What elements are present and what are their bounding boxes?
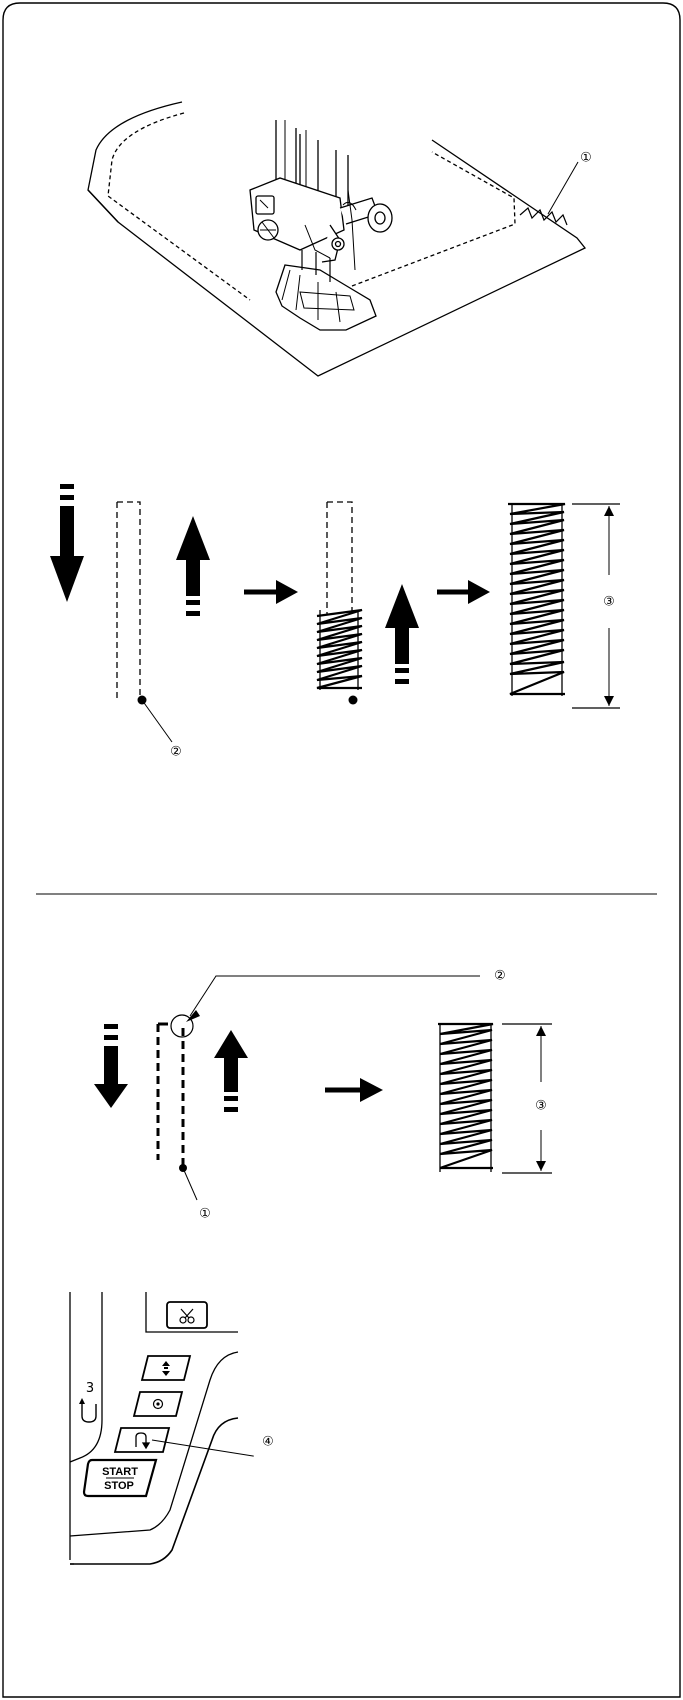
arrow-down-icon <box>50 484 84 602</box>
lock-stitch-button[interactable] <box>132 1391 184 1417</box>
arrow-down-icon-3 <box>94 1024 128 1108</box>
arrow-up-icon <box>176 516 210 616</box>
callout-2-fig2: ② <box>170 745 182 760</box>
callout-3-fig3: ③ <box>535 1099 547 1114</box>
scissors-button[interactable] <box>166 1301 208 1329</box>
figure-control-panel <box>69 1292 239 1565</box>
arrow-right-icon-2 <box>437 580 490 604</box>
lock-stitch-icon <box>152 1398 164 1410</box>
needle-up-down-button[interactable] <box>140 1355 192 1381</box>
arrow-up-icon-2 <box>385 584 419 684</box>
callout-2-fig3: ② <box>494 969 506 984</box>
figure-bartack-method-2 <box>94 975 552 1201</box>
arrow-up-icon-3 <box>214 1030 248 1112</box>
arrow-right-icon-3 <box>325 1078 383 1102</box>
seam-outline-2 <box>326 501 353 615</box>
needle-up-down-icon <box>162 1361 170 1376</box>
callout-3-fig2: ③ <box>603 595 615 610</box>
partial-zigzag <box>316 608 363 690</box>
auto-lock-number: 3 <box>86 1381 94 1396</box>
scissors-icon <box>179 1308 195 1324</box>
callout-4-fig4: ④ <box>262 1435 274 1450</box>
reverse-icon <box>135 1432 151 1450</box>
full-bartack <box>508 502 566 696</box>
callout-1-fig1: ① <box>580 151 592 166</box>
seam-outline-1 <box>116 501 141 700</box>
start-label: START <box>102 1466 138 1478</box>
highlight-circle <box>170 1014 194 1038</box>
figure-fabric-presser-foot <box>87 101 587 377</box>
auto-lock-icon: 3 <box>79 1381 97 1423</box>
reverse-button[interactable] <box>113 1427 254 1457</box>
stop-label: STOP <box>104 1480 134 1492</box>
figure-bartack-sequence <box>50 484 620 743</box>
start-stop-button[interactable]: START STOP <box>82 1458 158 1498</box>
bartack-2 <box>438 1022 494 1170</box>
arrow-right-icon <box>244 580 298 604</box>
callout-1-fig3: ① <box>199 1207 211 1222</box>
